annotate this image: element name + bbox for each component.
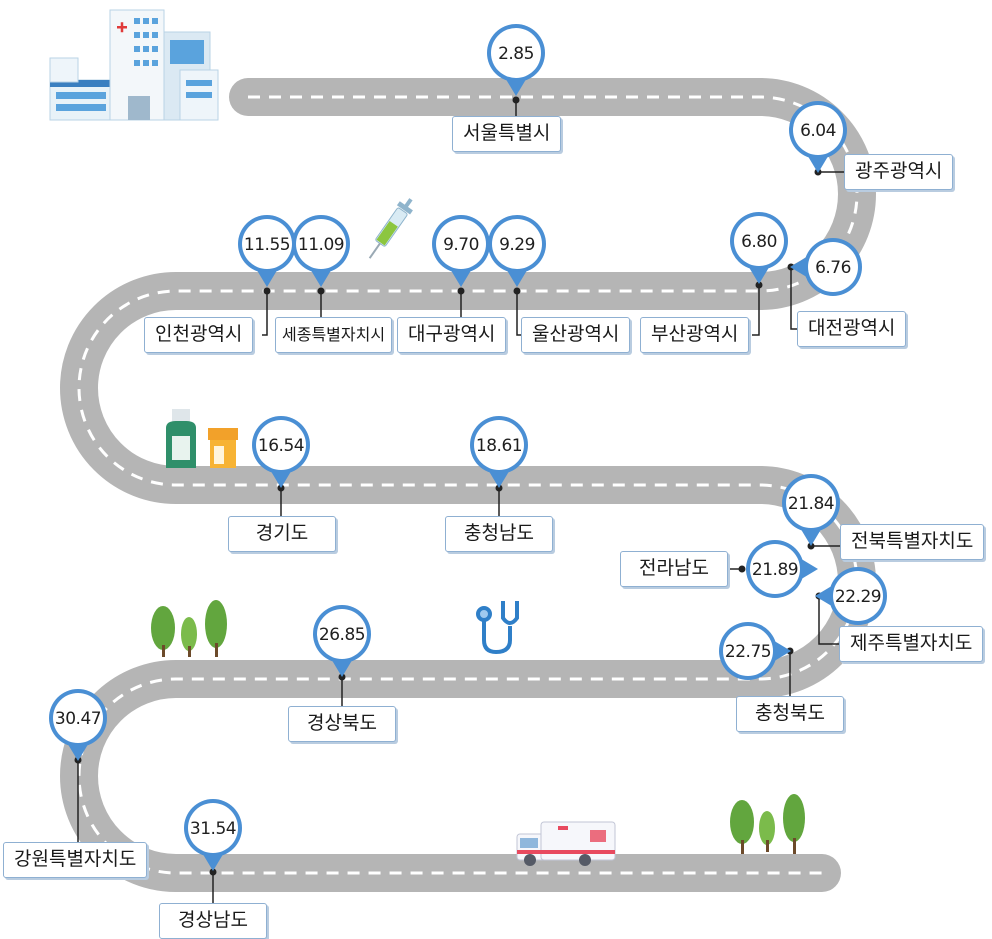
label-jeonnam: 전라남도 bbox=[620, 551, 728, 587]
pin-face bbox=[833, 571, 883, 621]
connector-line bbox=[790, 267, 797, 330]
pin-face bbox=[436, 219, 486, 269]
pin-value: 11.09 bbox=[298, 235, 344, 255]
pin-value: 26.85 bbox=[319, 625, 365, 645]
pin-face bbox=[750, 544, 800, 594]
syringe-icon bbox=[368, 198, 413, 259]
hospital-icon bbox=[49, 9, 219, 121]
pin-incheon: 11.55 bbox=[238, 215, 296, 336]
pin-value: 21.89 bbox=[752, 560, 798, 580]
pin-value: 9.70 bbox=[443, 235, 479, 255]
pin-face bbox=[723, 626, 773, 676]
label-gangwon: 강원특별자치도 bbox=[3, 842, 148, 878]
pin-face bbox=[808, 242, 858, 292]
pin-gyeongbuk: 26.85 bbox=[313, 605, 371, 706]
pin-value: 6.76 bbox=[815, 258, 851, 278]
pin-value: 9.29 bbox=[499, 235, 535, 255]
connector-dot bbox=[738, 565, 746, 573]
pin-value: 22.29 bbox=[835, 587, 881, 607]
pin-value: 6.80 bbox=[741, 232, 777, 252]
pin-gangwon: 30.47 bbox=[49, 689, 107, 842]
pin-face bbox=[793, 105, 843, 155]
label-sejong: 세종특별자치시 bbox=[275, 317, 393, 353]
stethoscope-icon bbox=[476, 601, 519, 655]
pin-gyeonggi: 16.54 bbox=[252, 416, 310, 516]
connector-line bbox=[818, 596, 839, 645]
pin-gyeongnam: 31.54 bbox=[184, 799, 242, 903]
pin-face bbox=[734, 216, 784, 266]
medicine-bottles-icon bbox=[166, 409, 238, 468]
connector-dot bbox=[317, 287, 325, 295]
connector-dot bbox=[209, 868, 217, 876]
label-jeju: 제주특별자치도 bbox=[839, 626, 984, 662]
pin-face bbox=[491, 28, 541, 78]
label-gyeongbuk: 경상북도 bbox=[288, 706, 396, 742]
pin-busan: 6.80 bbox=[730, 212, 788, 336]
pin-face bbox=[492, 219, 542, 269]
pin-gwangju: 6.04 bbox=[789, 101, 847, 176]
pin-ulsan: 9.29 bbox=[488, 215, 546, 336]
connector-dot bbox=[263, 287, 271, 295]
pin-value: 11.55 bbox=[244, 235, 290, 255]
pin-daejeon: 6.76 bbox=[787, 238, 862, 330]
label-daegu: 대구광역시 bbox=[397, 317, 507, 353]
connector-dot bbox=[457, 287, 465, 295]
pin-value: 22.75 bbox=[725, 642, 771, 662]
label-daejeon: 대전광역시 bbox=[797, 311, 907, 347]
label-jeonbuk: 전북특별자치도 bbox=[840, 524, 985, 560]
pin-value: 31.54 bbox=[190, 819, 236, 839]
label-seoul: 서울특별시 bbox=[452, 116, 562, 152]
pin-face bbox=[53, 693, 103, 743]
pin-value: 6.04 bbox=[800, 121, 836, 141]
label-chungnam: 충청남도 bbox=[445, 516, 553, 552]
pin-sejong: 11.09 bbox=[292, 215, 350, 317]
pin-face bbox=[296, 219, 346, 269]
connector-line bbox=[752, 285, 760, 336]
pin-jeju: 22.29 bbox=[815, 567, 887, 645]
connector-line bbox=[516, 291, 521, 336]
connector-line bbox=[262, 291, 268, 336]
trees-icon-right bbox=[730, 794, 805, 854]
pin-face bbox=[242, 219, 292, 269]
label-ulsan: 울산광역시 bbox=[521, 317, 631, 353]
pin-face bbox=[474, 420, 524, 470]
label-incheon: 인천광역시 bbox=[144, 317, 254, 353]
ambulance-icon bbox=[516, 821, 616, 866]
label-busan: 부산광역시 bbox=[640, 317, 750, 353]
label-chungbuk: 충청북도 bbox=[736, 696, 844, 732]
connector-dot bbox=[512, 96, 520, 104]
pin-face bbox=[188, 803, 238, 853]
connector-dot bbox=[513, 287, 521, 295]
connector-dot bbox=[755, 281, 763, 289]
pin-jeonnam: 21.89 bbox=[728, 540, 818, 598]
pin-daegu: 9.70 bbox=[432, 215, 490, 317]
label-gyeongnam: 경상남도 bbox=[159, 903, 267, 939]
label-gwangju: 광주광역시 bbox=[844, 154, 954, 190]
pin-value: 2.85 bbox=[498, 44, 534, 64]
pin-face bbox=[256, 420, 306, 470]
pin-value: 18.61 bbox=[476, 436, 522, 456]
pin-value: 30.47 bbox=[55, 709, 101, 729]
pin-value: 21.84 bbox=[788, 494, 834, 514]
pin-value: 16.54 bbox=[258, 436, 304, 456]
pin-chungnam: 18.61 bbox=[470, 416, 528, 516]
pin-jeonbuk: 21.84 bbox=[782, 474, 840, 550]
trees-icon bbox=[151, 600, 227, 657]
pin-chungbuk: 22.75 bbox=[719, 622, 794, 696]
pin-face bbox=[786, 478, 836, 528]
pin-seoul: 2.85 bbox=[487, 24, 545, 116]
pin-face bbox=[317, 609, 367, 659]
label-gyeonggi: 경기도 bbox=[228, 516, 336, 552]
